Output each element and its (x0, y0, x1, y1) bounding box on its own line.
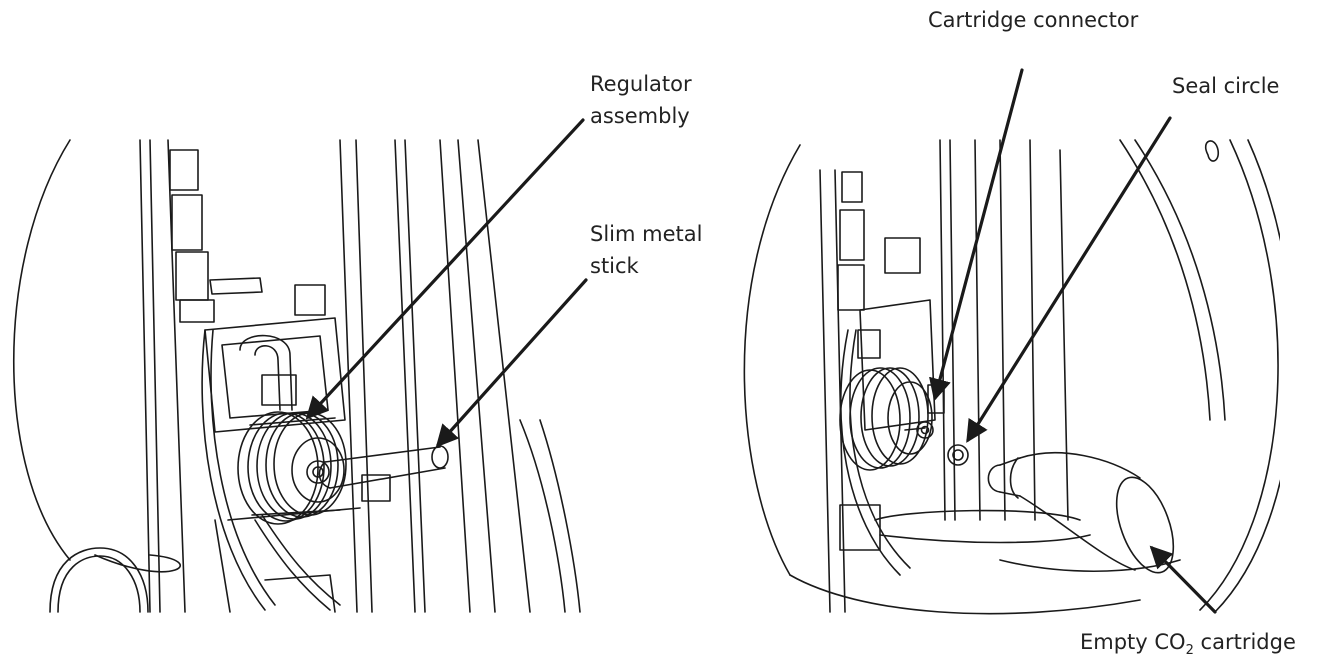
seal-label: Seal circle (1172, 70, 1279, 102)
seal-arrow (966, 116, 1172, 443)
regulator-label-line-1: Regulator (590, 72, 692, 96)
cartridge-arrow (1149, 545, 1217, 614)
cartridge-label-suffix: cartridge (1193, 630, 1296, 654)
connector-label: Cartridge connector (928, 4, 1138, 36)
connector-label-text: Cartridge connector (928, 8, 1139, 32)
regulator-label-line-2: assembly (590, 104, 690, 128)
regulator-label: Regulator assembly (590, 68, 692, 132)
right-device-drawing (743, 139, 1280, 615)
connector-arrow (929, 68, 1024, 402)
stick-label-line-2: stick (590, 254, 639, 278)
seal-label-text: Seal circle (1172, 74, 1280, 98)
stick-label: Slim metal stick (590, 218, 702, 282)
cartridge-label-subscript: 2 (1185, 643, 1194, 658)
regulator-arrow (305, 118, 585, 420)
cartridge-label: Empty CO2 cartridge (1080, 626, 1296, 667)
stick-label-line-1: Slim metal (590, 222, 703, 246)
stick-arrow (435, 278, 588, 448)
left-device-drawing (12, 139, 581, 613)
cartridge-label-prefix: Empty CO (1080, 630, 1186, 654)
